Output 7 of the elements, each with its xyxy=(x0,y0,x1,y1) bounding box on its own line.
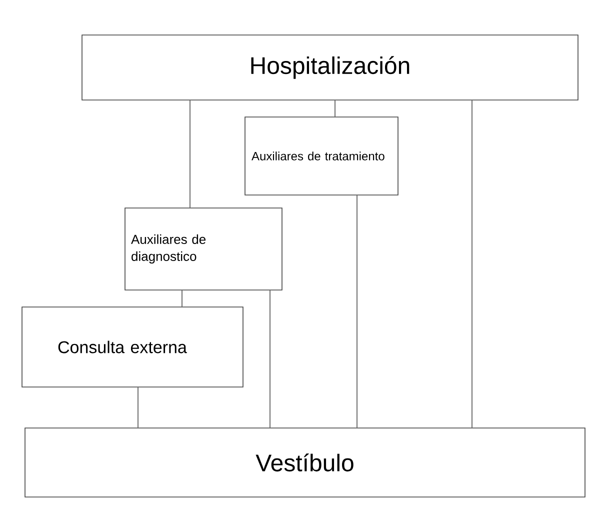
area-box: Consulta externa xyxy=(22,306,244,388)
area-box: Hospitalización xyxy=(82,34,578,100)
area-box: Auxiliares de diagnostico xyxy=(124,208,282,290)
connector-line xyxy=(334,100,336,117)
connector-line xyxy=(356,194,358,428)
area-box: Auxiliares de tratamiento xyxy=(244,116,398,196)
area-box: Vestíbulo xyxy=(24,428,586,498)
